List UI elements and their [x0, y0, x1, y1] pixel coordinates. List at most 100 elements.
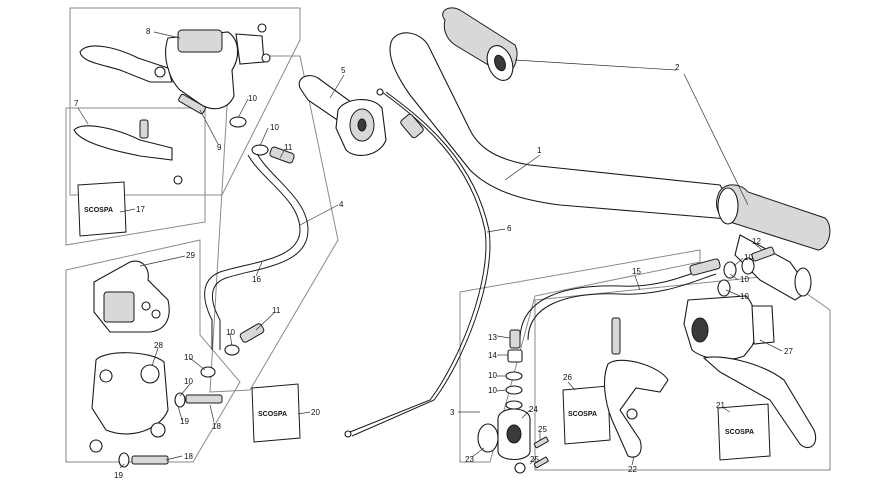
bag-17-stamp: SCOSPA	[84, 207, 113, 214]
leader-24	[521, 409, 531, 419]
leader-15	[634, 275, 641, 291]
leader-10d	[189, 357, 206, 371]
master-clamp	[235, 33, 265, 65]
o-ring-23	[477, 423, 499, 453]
washer-10-i	[505, 385, 523, 395]
bag-21-stamp: SCOSPA	[725, 429, 754, 436]
brake-hose-line-a	[204, 154, 301, 350]
grip-left	[442, 7, 518, 81]
callout-17: 17	[136, 205, 145, 214]
lever-kit-lever	[73, 125, 173, 161]
clutch-master-bore	[691, 317, 709, 343]
leader-27	[759, 339, 783, 352]
callout-15: 15	[632, 267, 641, 276]
caliper-mount-b	[89, 439, 103, 453]
leader-10j	[496, 389, 507, 392]
callout-10f: 10	[744, 253, 753, 262]
frame-lever-kit	[65, 107, 206, 246]
bag-21: SCOSPA	[717, 403, 771, 461]
pad-friction	[103, 291, 135, 323]
leader-17	[119, 208, 136, 213]
brake-caliper	[89, 352, 223, 468]
bag-26-outline	[562, 385, 611, 445]
clutch-hose	[519, 246, 775, 341]
clutch-hose-line-b	[527, 273, 717, 341]
screw-25-a	[533, 436, 549, 449]
leader-29	[139, 255, 186, 267]
bag-17-outline	[77, 181, 127, 237]
grip-right	[716, 184, 831, 251]
leader-19b	[119, 463, 125, 469]
leader-10f	[733, 257, 744, 267]
washer-10-c	[224, 344, 240, 356]
clutch-hose-line-a	[519, 265, 713, 341]
leader-7	[77, 107, 89, 125]
panel-frames	[65, 7, 831, 471]
washer-10-b	[251, 144, 269, 156]
leader-lines	[77, 31, 783, 469]
callout-12: 12	[752, 237, 761, 246]
callout-10c: 10	[226, 328, 235, 337]
callout-labels: 1 2 3 4 5 6 7 8 9 10 10 11 16 17 29 11 1…	[74, 27, 793, 480]
callout-9: 9	[217, 143, 222, 152]
washer-10-f	[741, 257, 755, 275]
callout-27: 27	[784, 347, 793, 356]
clutch-hose-end	[689, 258, 721, 276]
clamp-bolt-a	[257, 23, 267, 33]
master-reservoir	[177, 29, 223, 53]
grip-left-bore	[494, 54, 506, 72]
leader-28	[151, 347, 159, 367]
callout-10d: 10	[184, 353, 193, 362]
throttle-assembly	[298, 75, 387, 156]
screw-25-b	[533, 456, 549, 469]
leader-9	[199, 109, 219, 145]
callout-7: 7	[74, 99, 79, 108]
callout-10a: 10	[248, 94, 257, 103]
lever-kit-pin	[139, 119, 149, 139]
leader-13	[496, 335, 511, 339]
throttle-cable-adjuster	[400, 113, 424, 139]
callout-26: 26	[563, 373, 572, 382]
leader-10b	[259, 127, 269, 147]
callout-16: 16	[252, 275, 261, 284]
callout-29: 29	[186, 251, 195, 260]
callout-22: 22	[628, 465, 637, 474]
brake-pads	[93, 260, 170, 333]
washer-10-g	[717, 279, 731, 297]
callout-24: 24	[529, 405, 538, 414]
pad-hole-a	[141, 301, 151, 311]
caliper-body	[91, 352, 169, 435]
bag-20-stamp: SCOSPA	[258, 411, 287, 418]
frame-brake-master	[69, 7, 301, 196]
leader-20	[297, 411, 311, 415]
clutch-slave	[477, 400, 549, 474]
caliper-bolt-18-a	[185, 394, 223, 404]
throttle-cable-line	[349, 91, 487, 433]
callout-10b: 10	[270, 123, 279, 132]
washer-10-a	[229, 116, 247, 128]
callout-10i: 10	[488, 371, 497, 380]
banjo-bolt-12	[751, 246, 775, 262]
leader-23	[471, 447, 485, 458]
throttle-cable-end-bottom	[344, 430, 352, 438]
caliper-bolt-18-b	[131, 455, 169, 465]
clamp-bolt-b	[261, 53, 271, 63]
slave-cap	[505, 400, 523, 410]
frame-clutch-master	[534, 274, 831, 471]
bag-26-stamp: SCOSPA	[568, 411, 597, 418]
clutch-lever	[603, 317, 669, 458]
leader-22	[631, 455, 635, 466]
handlebar-right-end	[734, 234, 811, 301]
clutch-lever-nut	[626, 408, 638, 420]
callout-3: 3	[450, 408, 455, 417]
leader-25b	[529, 457, 537, 465]
leader-2b	[683, 73, 749, 206]
frame-clutch-hose	[459, 249, 701, 463]
frame-brake-hose	[209, 55, 339, 393]
leader-10e	[179, 383, 191, 397]
bag-17: SCOSPA	[77, 181, 127, 237]
leader-10a	[237, 98, 249, 119]
callout-19b: 19	[114, 471, 123, 480]
callout-28: 28	[154, 341, 163, 350]
handlebar	[389, 32, 812, 301]
